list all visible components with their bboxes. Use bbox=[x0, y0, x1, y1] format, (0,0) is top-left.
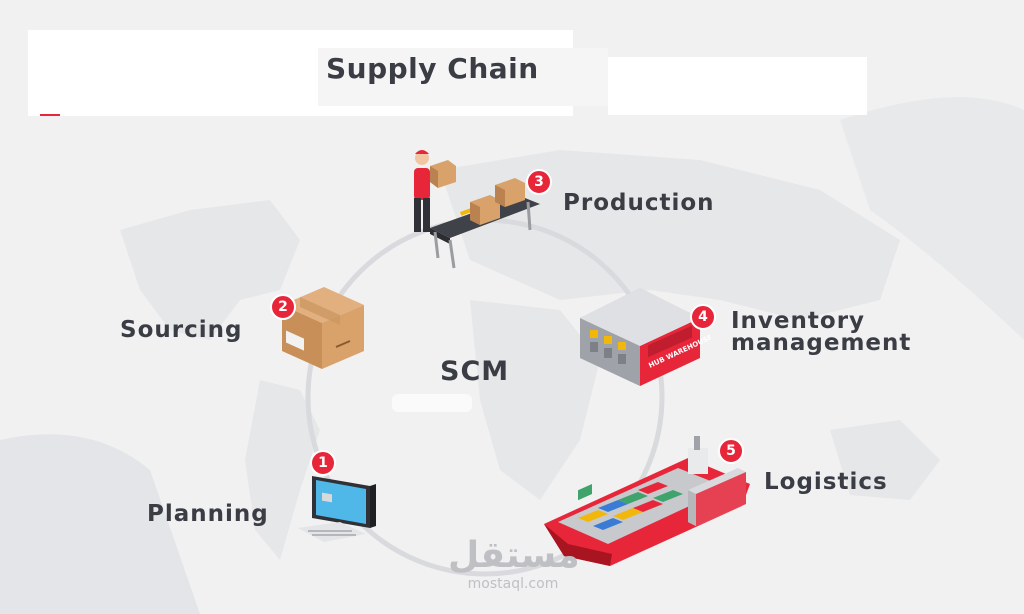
step-badge-3: 3 bbox=[526, 169, 552, 195]
step-label-production: Production bbox=[563, 190, 715, 216]
map-continent-africa bbox=[470, 300, 600, 500]
computer-icon bbox=[298, 476, 376, 542]
watermark-url: mostaql.com bbox=[467, 576, 559, 592]
watermark: مستقل mostaql.com bbox=[448, 535, 580, 593]
step-label-inventory-line1: Inventory bbox=[731, 308, 866, 334]
watermark-arabic: مستقل bbox=[448, 535, 580, 576]
cargo-ship-icon bbox=[544, 436, 750, 566]
map-continent-europe-asia bbox=[440, 150, 900, 320]
warehouse-icon: HUB WAREHOUSE bbox=[580, 288, 710, 386]
conveyor-worker-icon bbox=[414, 150, 540, 269]
title-accent-line bbox=[40, 114, 60, 116]
title-box-center bbox=[318, 48, 608, 106]
step-badge-5: 5 bbox=[718, 438, 744, 464]
scm-center-label: SCM bbox=[440, 356, 510, 387]
map-continent-australia bbox=[830, 420, 940, 500]
cardboard-box-icon bbox=[282, 287, 364, 369]
map-shade-left bbox=[0, 434, 200, 614]
step-label-inventory-line2: management bbox=[731, 330, 912, 356]
step-label-logistics: Logistics bbox=[764, 469, 888, 495]
step-label-sourcing: Sourcing bbox=[120, 317, 243, 343]
center-label-smudge bbox=[392, 394, 472, 412]
map-shade-right bbox=[840, 97, 1024, 340]
map-continent-south-america bbox=[245, 380, 320, 560]
map-continent-north-america bbox=[120, 200, 300, 340]
page-title: Supply Chain bbox=[326, 52, 539, 85]
step-badge-2: 2 bbox=[270, 294, 296, 320]
step-badge-4: 4 bbox=[690, 304, 716, 330]
step-label-planning: Planning bbox=[147, 501, 269, 527]
step-badge-1: 1 bbox=[310, 450, 336, 476]
title-box-right bbox=[608, 57, 867, 115]
